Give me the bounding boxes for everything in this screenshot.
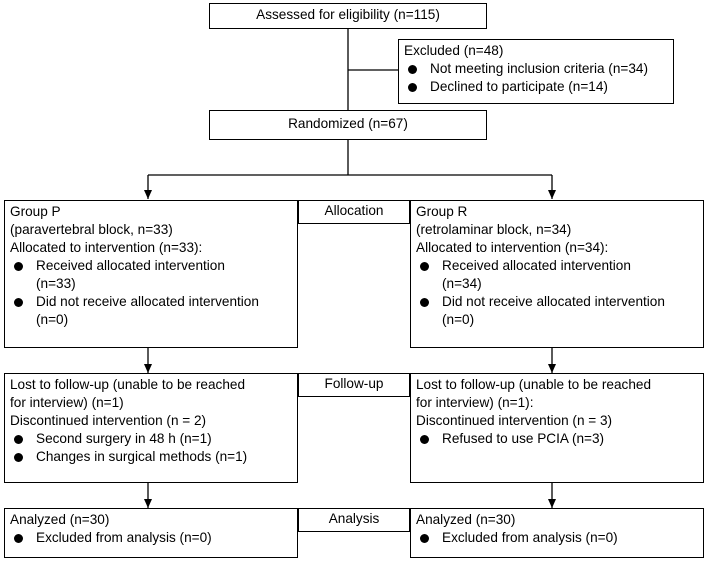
group-title: Group R — [416, 204, 468, 219]
randomized-text: Randomized (n=67) — [288, 116, 408, 131]
assessed-text: Assessed for eligibility (n=115) — [256, 7, 440, 22]
bullet-icon — [14, 435, 23, 444]
lost-line-2: for interview) (n=1): — [416, 395, 534, 410]
analyzed-text: Analyzed (n=30) — [416, 512, 516, 527]
allocation-label: Allocation — [298, 200, 410, 224]
bullet-icon — [420, 534, 429, 543]
bullet-icon — [14, 298, 23, 307]
randomized-box: Randomized (n=67) — [209, 110, 487, 140]
excluded-item: Declined to participate (n=14) — [404, 78, 673, 96]
excluded-title: Excluded (n=48) — [404, 43, 504, 58]
analysis-p-box: Analyzed (n=30) Excluded from analysis (… — [4, 508, 298, 558]
discontinued-reason: Second surgery in 48 h (n=1) — [10, 430, 297, 448]
not-received-item: Did not receive allocated intervention — [10, 293, 297, 311]
bullet-icon — [420, 298, 429, 307]
analysis-label: Analysis — [298, 508, 410, 532]
group-title: Group P — [10, 204, 61, 219]
bullet-icon — [420, 435, 429, 444]
assessed-box: Assessed for eligibility (n=115) — [209, 3, 487, 29]
group-subtitle: (retrolaminar block, n=34) — [416, 222, 572, 237]
bullet-icon — [14, 534, 23, 543]
analyzed-text: Analyzed (n=30) — [10, 512, 110, 527]
bullet-icon — [14, 453, 23, 462]
followup-label: Follow-up — [298, 373, 410, 397]
bullet-icon — [420, 262, 429, 271]
bullet-icon — [14, 262, 23, 271]
followup-r-box: Lost to follow-up (unable to be reached … — [410, 373, 704, 483]
not-received-item: Did not receive allocated intervention — [416, 293, 703, 311]
bullet-icon — [408, 65, 417, 74]
excluded-analysis-item: Excluded from analysis (n=0) — [10, 529, 297, 547]
not-received-count: (n=0) — [36, 312, 69, 327]
discontinued-text: Discontinued intervention (n = 2) — [10, 413, 207, 428]
allocated-text: Allocated to intervention (n=33): — [10, 240, 203, 255]
received-item: Received allocated intervention — [10, 257, 297, 275]
excluded-box: Excluded (n=48) Not meeting inclusion cr… — [398, 39, 674, 104]
received-count: (n=33) — [36, 276, 76, 291]
discontinued-reason: Refused to use PCIA (n=3) — [416, 430, 703, 448]
lost-line-2: for interview) (n=1) — [10, 395, 124, 410]
analysis-r-box: Analyzed (n=30) Excluded from analysis (… — [410, 508, 704, 558]
bullet-icon — [408, 83, 417, 92]
group-r-allocation-box: Group R (retrolaminar block, n=34) Alloc… — [410, 200, 704, 348]
group-subtitle: (paravertebral block, n=33) — [10, 222, 173, 237]
excluded-item-text: Declined to participate (n=14) — [430, 79, 608, 94]
excluded-item: Not meeting inclusion criteria (n=34) — [404, 60, 673, 78]
discontinued-text: Discontinued intervention (n = 3) — [416, 413, 613, 428]
lost-line-1: Lost to follow-up (unable to be reached — [416, 377, 652, 392]
received-count: (n=34) — [442, 276, 482, 291]
allocated-text: Allocated to intervention (n=34): — [416, 240, 609, 255]
excluded-item-text: Not meeting inclusion criteria (n=34) — [430, 61, 648, 76]
excluded-analysis-item: Excluded from analysis (n=0) — [416, 529, 703, 547]
group-p-allocation-box: Group P (paravertebral block, n=33) Allo… — [4, 200, 298, 348]
not-received-count: (n=0) — [442, 312, 475, 327]
received-item: Received allocated intervention — [416, 257, 703, 275]
discontinued-reason: Changes in surgical methods (n=1) — [10, 448, 297, 466]
followup-p-box: Lost to follow-up (unable to be reached … — [4, 373, 298, 483]
lost-line-1: Lost to follow-up (unable to be reached — [10, 377, 246, 392]
